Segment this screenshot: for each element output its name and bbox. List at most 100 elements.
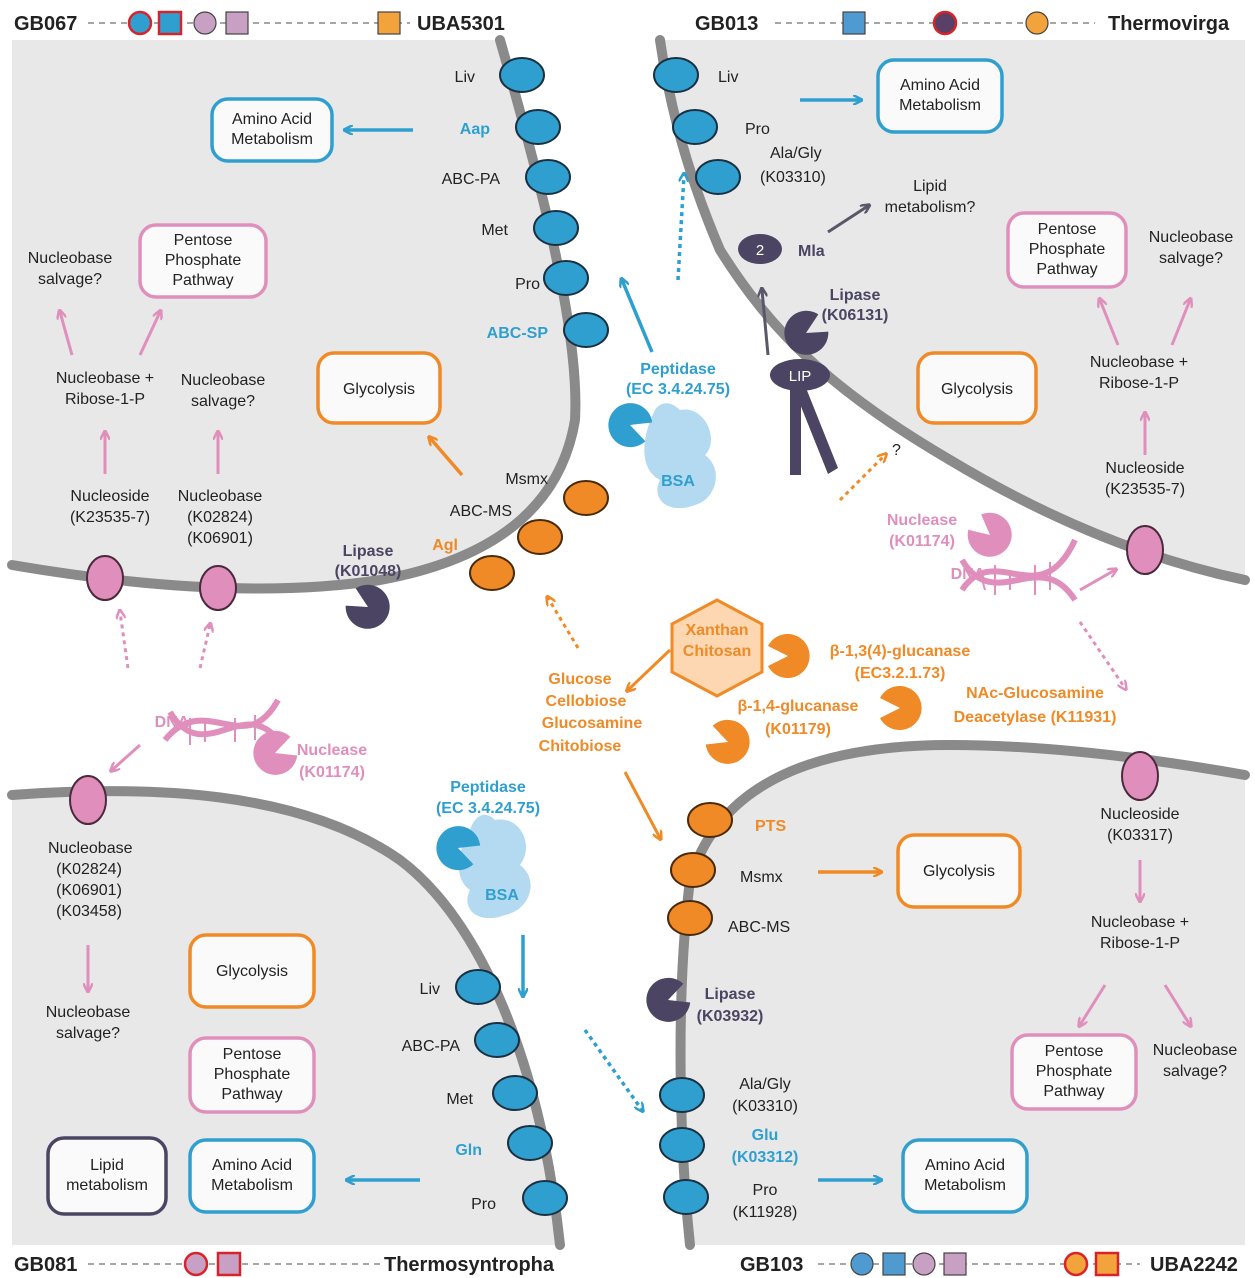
peptidase-name: Peptidase: [640, 361, 716, 378]
mla-number: 2: [756, 242, 764, 259]
transporter-ala-gly: [695, 159, 741, 195]
text-nucleobase-salvage: Nucleobase salvage?: [1152, 1042, 1238, 1080]
transporter-gln: [507, 1125, 553, 1161]
label-pts: PTS: [755, 818, 786, 835]
label-abc-pa: ABC-PA: [402, 1038, 461, 1055]
transporter-met: [533, 210, 579, 246]
label-met: Met: [481, 222, 508, 239]
cell-bottom-left: [12, 791, 560, 1245]
lipase-code: (K03932): [697, 1008, 764, 1025]
dotted-arrow-dna: [1078, 621, 1125, 688]
sugar-glucose: Glucose: [548, 671, 611, 688]
text-nucleobase-ribose: Nucleobase + Ribose-1-P: [1090, 914, 1190, 952]
header-top-right: GB013 Thermovirga: [695, 10, 1230, 36]
header-top-left: GB067 UBA5301: [14, 10, 505, 36]
arrow-sugar-to-glycolysis: [430, 438, 464, 477]
box-pentose-phosphate-pathway: [138, 223, 268, 299]
label-ala-gly: Ala/Gly: [739, 1076, 791, 1093]
cell-top-left: [12, 40, 576, 589]
dotted-arrow-unknown: [838, 455, 885, 502]
pink-square-marker-icon: [225, 11, 249, 35]
box-amino-label: Amino Acid Metabolism: [231, 111, 313, 148]
bsa-label: BSA: [661, 473, 695, 490]
blue-square-marker-icon: [842, 11, 866, 35]
quadrant-bottom-right: PTS Msmx ABC-MS Glycolysis Lipase (K0393…: [640, 751, 1238, 1221]
transporter-glu: [659, 1127, 705, 1163]
enzyme3-code: Deacetylase (K11931): [954, 709, 1117, 726]
arrow: [60, 312, 74, 356]
lipase-code: (K06131): [822, 307, 889, 324]
lipase-name: Lipase: [343, 543, 394, 560]
arrow: [138, 312, 160, 356]
blue-square-marker-icon: [882, 1252, 906, 1276]
nuclease-name: Nuclease: [297, 742, 367, 759]
label-abc-ms: ABC-MS: [450, 503, 512, 520]
label-met: Met: [446, 1091, 473, 1108]
transporter-ala-gly: [659, 1077, 705, 1113]
orange-circle-marker-icon: [1063, 1251, 1089, 1277]
enzyme2-code: (K01179): [765, 721, 831, 738]
quadrant-top-left: Liv Aap ABC-PA Met Pro ABC-SP Msmx ABC-M…: [28, 57, 609, 669]
lipase-name: Lipase: [705, 986, 756, 1003]
label-glu: Glu: [752, 1127, 779, 1144]
peptidase-top: BSA Peptidase (EC 3.4.24.75): [602, 175, 730, 509]
text-nucleobase-salvage: Nucleobase salvage?: [45, 1004, 131, 1042]
pink-square-marker-icon: [943, 1252, 967, 1276]
box-pentose-phosphate-pathway: [188, 1036, 316, 1114]
label-liv: Liv: [455, 69, 475, 86]
sugar-chitobiose: Chitobiose: [539, 738, 622, 755]
box-amino-acid-metabolism: [901, 1138, 1029, 1214]
blue-square-marker-icon: [157, 10, 183, 36]
orange-square-marker-icon: [377, 11, 401, 35]
text-nucleobase-salvage-2: Nucleobase salvage?: [180, 372, 266, 410]
dotted-arrow: [120, 612, 130, 669]
text-nucleobase-ribose: Nucleobase + Ribose-1-P: [1089, 354, 1189, 392]
label-abc-pa: ABC-PA: [442, 171, 501, 188]
header-bottom-right: GB103 UBA2242: [740, 1251, 1238, 1277]
label-msmx: Msmx: [740, 869, 783, 886]
box-amino-acid-metabolism: [188, 1138, 316, 1214]
transporter-pro: [522, 1180, 568, 1216]
transporter-nucleoside: [86, 555, 124, 601]
arrow-to-lipid: [827, 206, 868, 234]
dna-helix-icon: [162, 698, 285, 747]
text-nucleobase-salvage: Nucleobase salvage?: [1148, 229, 1234, 267]
transporter-nucleoside: [1121, 751, 1159, 801]
box-glycolysis: [916, 351, 1038, 425]
label-pro: Pro: [753, 1182, 778, 1199]
label-k03312: (K03312): [732, 1149, 799, 1166]
arrow: [1163, 984, 1190, 1025]
pink-circle-marker-icon: [193, 11, 217, 35]
taxon-name: UBA2242: [1150, 1254, 1238, 1276]
arrow-dna-to-transporter: [1079, 570, 1115, 592]
dotted-arrow: [198, 625, 210, 669]
pink-square-marker-icon: [216, 1251, 242, 1277]
box-amino-label: Amino Acid Metabolism: [211, 1157, 293, 1194]
transporter-met: [492, 1075, 538, 1111]
taxon-name: Thermovirga: [1108, 13, 1230, 35]
label-k03310: (K03310): [760, 169, 826, 186]
transporter-pro: [672, 109, 718, 145]
text-nucleobase: Nucleobase (K02824) (K06901) (K03458): [48, 840, 133, 920]
transporter-abc-sp: [563, 312, 609, 348]
lip-lipid-icon: LIP: [770, 359, 838, 475]
question-mark: ?: [892, 442, 901, 459]
dna-label: DNA: [155, 714, 190, 731]
transporter-abc-pa: [525, 159, 571, 195]
arrow-sugars-to-pts: [623, 771, 660, 838]
label-pro: Pro: [471, 1196, 496, 1213]
text-nucleobase-ribose: Nucleobase + Ribose-1-P: [55, 370, 155, 408]
transporter-nucleobase: [69, 775, 107, 825]
box-ppp-label: Pentose Phosphate Pathway: [164, 232, 242, 289]
nuclease-code: (K01174): [889, 533, 955, 550]
nuclease-code: (K01174): [299, 764, 365, 781]
hexagon-label: Xanthan Chitosan: [682, 622, 752, 660]
box-pentose-phosphate-pathway: [1006, 211, 1128, 289]
quadrant-top-right: Liv Pro Ala/Gly (K03310) Amino Acid Meta…: [653, 57, 1234, 688]
blue-circle-marker-icon: [127, 10, 153, 36]
cell-top-right: [660, 40, 1245, 580]
box-glycolysis-label: Glycolysis: [923, 863, 995, 880]
box-glycolysis: [896, 833, 1022, 909]
transporter-pts: [687, 802, 733, 838]
